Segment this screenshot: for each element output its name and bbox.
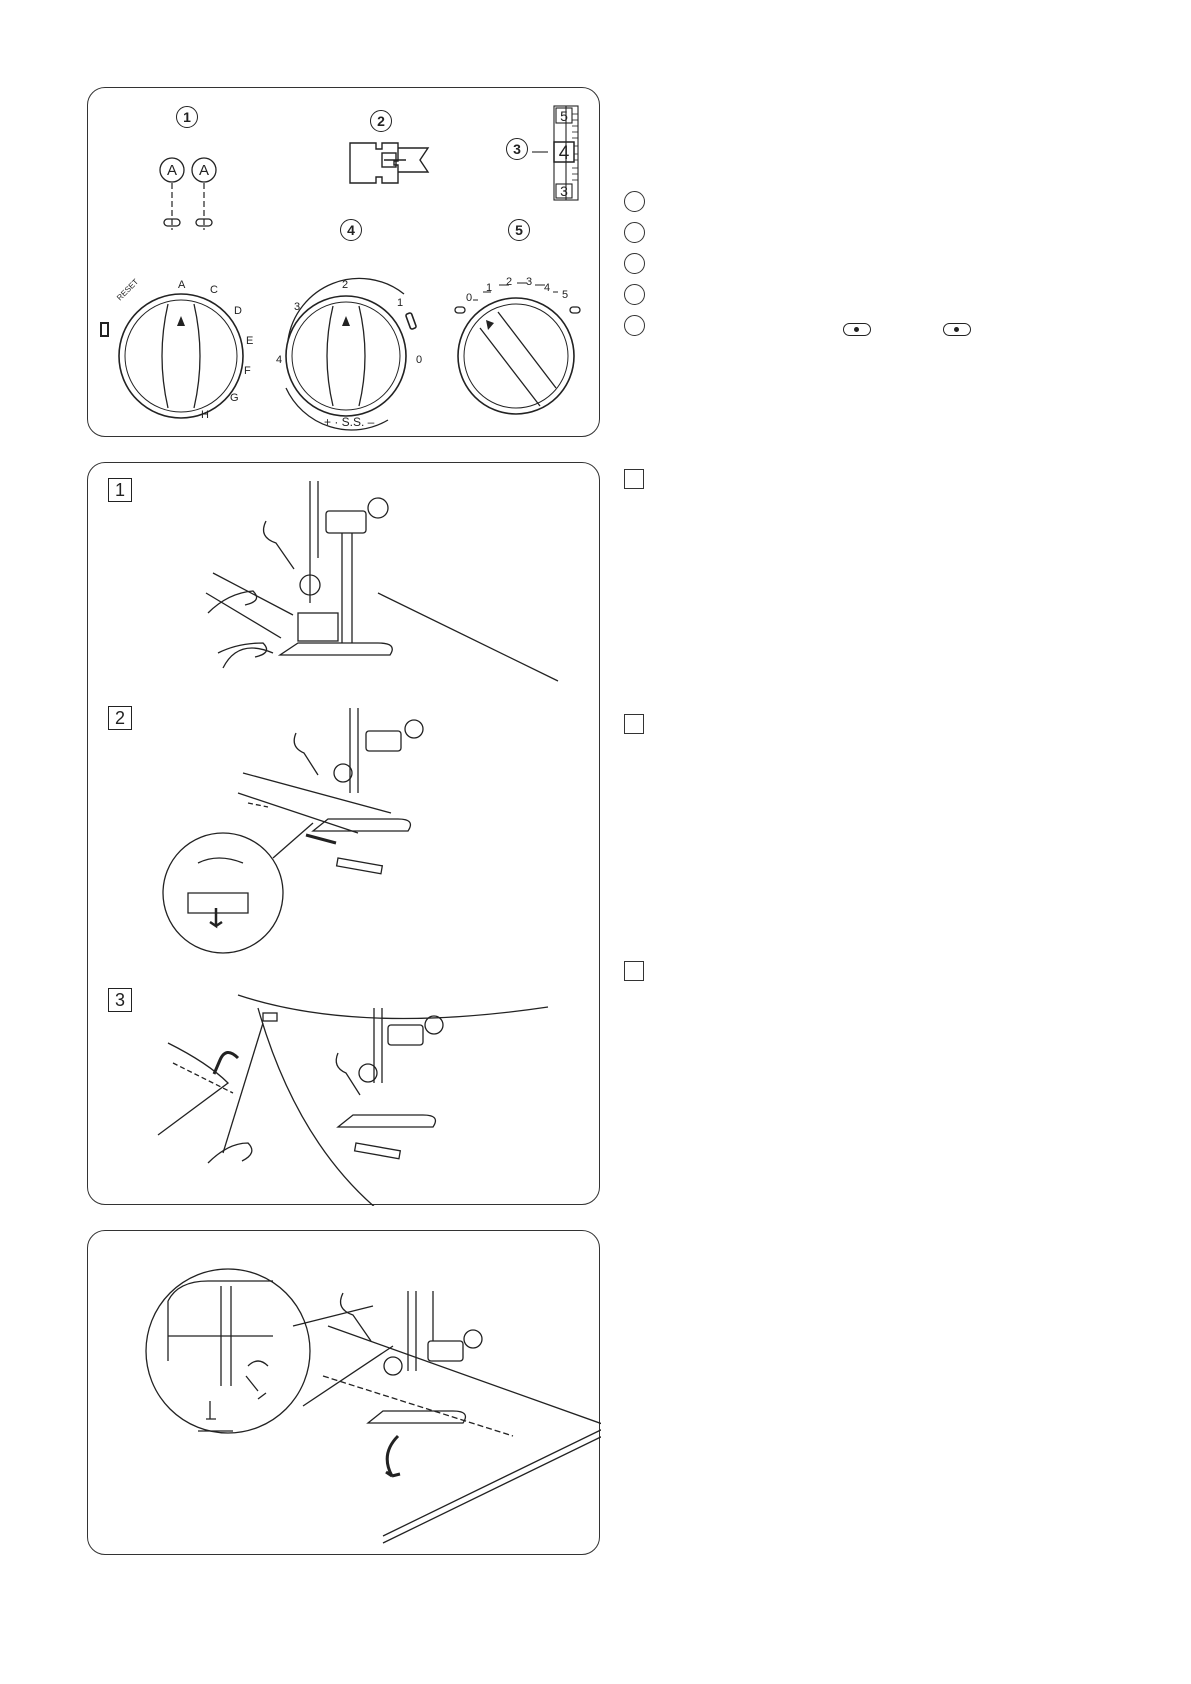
scale-value-5: 5	[560, 108, 568, 124]
tension-number-3: 3	[526, 276, 532, 288]
side-marker-square-2	[624, 714, 644, 734]
dial-illustrations: A A 5 4 3	[100, 105, 581, 431]
pattern-selector-dial[interactable]	[100, 293, 244, 419]
tension-pill-icon-a	[843, 323, 871, 336]
seam-guide-illustration	[145, 1268, 601, 1544]
length-number-4: 4	[276, 354, 282, 366]
step-2-reverse-sewing-illustration	[162, 708, 424, 954]
side-marker-circle-4	[624, 284, 645, 305]
indicator-a-right: A	[199, 162, 209, 179]
step-3-cutting-thread-illustration	[157, 994, 549, 1206]
indicator-a-left: A	[167, 162, 177, 179]
tension-number-4: 4	[544, 282, 550, 294]
stitch-length-dial[interactable]	[285, 277, 417, 431]
scale-value-3: 3	[560, 183, 568, 199]
dial-letter-e: E	[246, 335, 253, 347]
length-number-0: 0	[416, 354, 422, 366]
side-marker-circle-5	[624, 315, 645, 336]
length-number-1: 1	[397, 297, 403, 309]
step-box-3: 3	[108, 988, 132, 1012]
step-1-presser-foot-illustration	[205, 481, 559, 682]
dial-letter-c: C	[210, 284, 218, 296]
reset-label: RESET	[115, 277, 140, 302]
dial-letter-f: F	[244, 365, 251, 377]
sewing-illustrations	[157, 481, 559, 1206]
side-marker-square-3	[624, 961, 644, 981]
tension-pill-icon-b	[943, 323, 971, 336]
side-marker-circle-3	[624, 253, 645, 274]
side-marker-circle-2	[624, 222, 645, 243]
zigzag-foot-icon	[349, 142, 430, 184]
sewing-steps-panel: 1 2 3	[87, 462, 600, 1206]
tension-number-0: 0	[466, 292, 472, 304]
tension-number-2: 2	[506, 276, 512, 288]
callout-3: 3	[506, 138, 528, 160]
side-marker-circle-1	[624, 191, 645, 212]
ss-label: + · S.S. –	[324, 415, 375, 429]
tension-number-1: 1	[486, 282, 492, 294]
thread-tension-dial[interactable]	[454, 282, 581, 415]
dial-letter-a: A	[178, 279, 186, 291]
callout-4: 4	[340, 219, 362, 241]
callout-1: 1	[176, 106, 198, 128]
step-box-2: 2	[108, 706, 132, 730]
callout-5: 5	[508, 219, 530, 241]
dial-letter-h: H	[201, 409, 209, 421]
stitch-length-scale	[532, 105, 579, 201]
seam-guide-panel	[87, 1230, 601, 1555]
length-number-3: 3	[294, 301, 300, 313]
tension-number-5: 5	[562, 289, 568, 301]
step-box-1: 1	[108, 478, 132, 502]
callout-2: 2	[370, 110, 392, 132]
dial-letter-g: G	[230, 392, 239, 404]
dial-letter-d: D	[234, 305, 242, 317]
scale-value-4: 4	[559, 143, 570, 164]
dial-settings-panel: 1 2 3 4 5 A A	[87, 87, 600, 437]
length-number-2: 2	[342, 279, 348, 291]
side-marker-square-1	[624, 469, 644, 489]
